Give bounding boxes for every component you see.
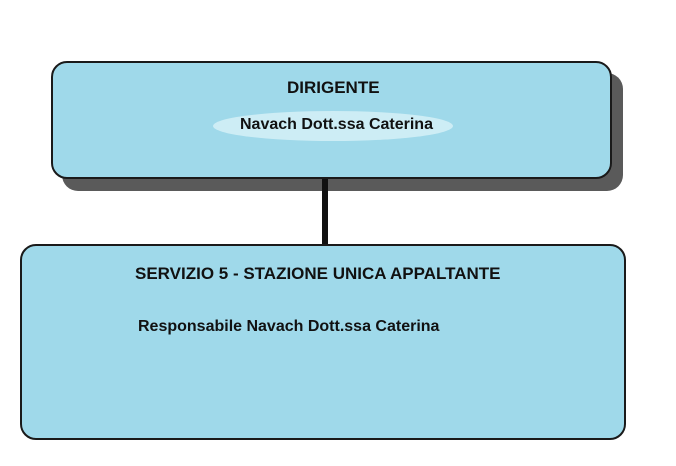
faint-highlight bbox=[213, 111, 453, 141]
servizio-title: SERVIZIO 5 - STAZIONE UNICA APPALTANTE bbox=[135, 264, 501, 283]
servizio-box: SERVIZIO 5 - STAZIONE UNICA APPALTANTE R… bbox=[20, 244, 626, 440]
connector-line bbox=[322, 179, 328, 246]
dirigente-name: Navach Dott.ssa Caterina bbox=[240, 116, 433, 133]
dirigente-title: DIRIGENTE bbox=[287, 78, 380, 97]
servizio-responsabile: Responsabile Navach Dott.ssa Caterina bbox=[138, 318, 440, 335]
dirigente-box: DIRIGENTE Navach Dott.ssa Caterina bbox=[51, 61, 612, 179]
